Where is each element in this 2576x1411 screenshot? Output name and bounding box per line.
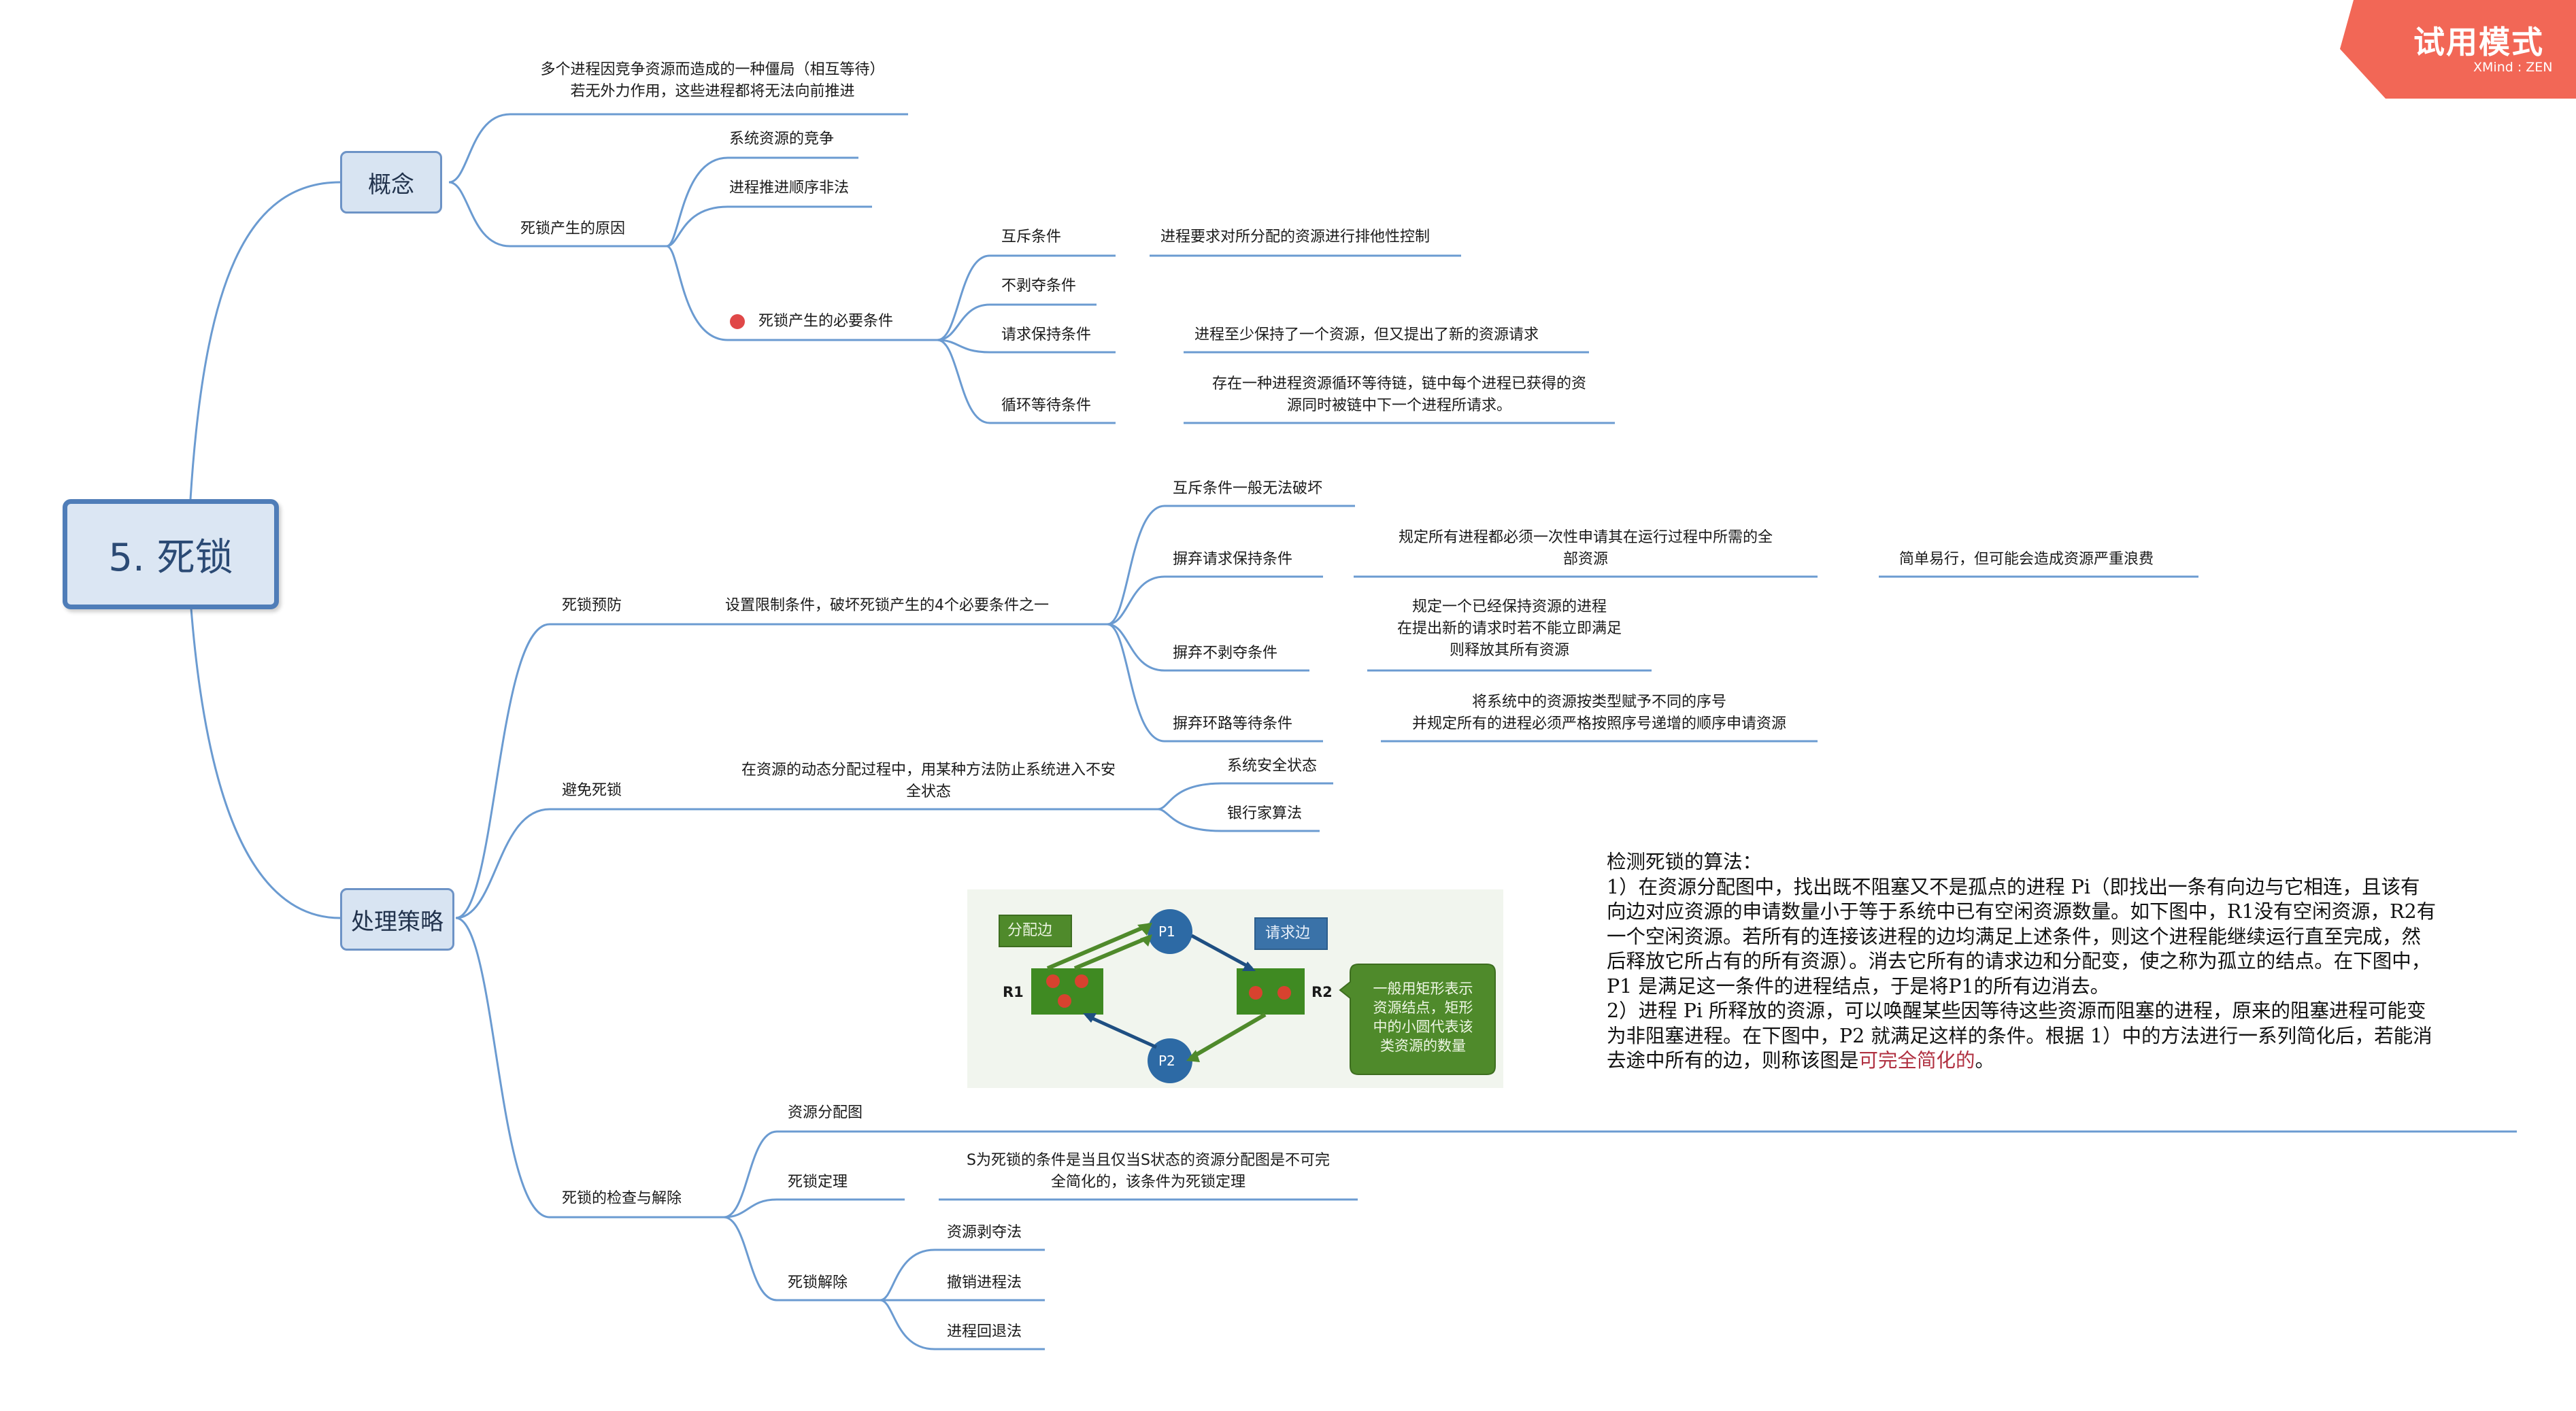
detection-graph[interactable]: 资源分配图: [788, 1104, 863, 1121]
note-line: 1）在资源分配图中，找出既不阻塞又不是孤点的进程 Pi（即找出一条有向边与它相连…: [1607, 875, 2420, 898]
hold-wait-detail-2[interactable]: 部资源: [1562, 551, 1608, 568]
topic-detection[interactable]: 死锁的检查与解除: [562, 1190, 682, 1207]
root-topic[interactable]: 5. 死锁: [63, 499, 279, 609]
topic-causes[interactable]: 死锁产生的原因: [520, 220, 626, 237]
r2-rect: [1237, 968, 1305, 1015]
topic-strategy[interactable]: 处理策略: [340, 888, 454, 951]
no-preemption-detail-3[interactable]: 则释放其所有资源: [1449, 642, 1569, 659]
cause-resource-competition[interactable]: 系统资源的竞争: [729, 131, 835, 148]
avoidance-bankers-algorithm[interactable]: 银行家算法: [1227, 805, 1303, 822]
condition-mutex[interactable]: 互斥条件: [1001, 228, 1062, 245]
p1-label: P1: [1158, 923, 1175, 940]
prevention-mutex[interactable]: 互斥条件一般无法破坏: [1173, 480, 1323, 497]
hold-wait-note[interactable]: 简单易行，但可能会造成资源严重浪费: [1899, 551, 2154, 568]
condition-hold-and-wait-detail[interactable]: 进程至少保持了一个资源，但又提出了新的资源请求: [1194, 326, 1539, 343]
circular-wait-prevention-2[interactable]: 并规定所有的进程必须严格按照序号递增的顺序申请资源: [1411, 715, 1786, 732]
p1-node: [1148, 909, 1192, 954]
circular-wait-detail-2[interactable]: 源同时被链中下一个进程所请求。: [1286, 397, 1511, 414]
note-line-last: 去途中所有的边，则称该图是可完全简化的。: [1607, 1049, 2498, 1074]
cause-illegal-order[interactable]: 进程推进顺序非法: [729, 180, 850, 197]
topic-prevention[interactable]: 死锁预防: [562, 597, 622, 614]
star-marker-icon: [730, 314, 745, 329]
hold-wait-detail-1[interactable]: 规定所有进程都必须一次性申请其在运行过程中所需的全: [1398, 529, 1773, 546]
note-line: 为非阻塞进程。在下图中，P2 就满足这样的条件。根据 1）中的方法进行一系列简化…: [1607, 1024, 2432, 1047]
condition-hold-and-wait[interactable]: 请求保持条件: [1001, 326, 1092, 343]
avoidance-approach-1[interactable]: 在资源的动态分配过程中，用某种方法防止系统进入不安: [741, 762, 1116, 779]
note-last-prefix: 去途中所有的边，则称该图是: [1607, 1049, 1859, 1072]
avoidance-safe-state[interactable]: 系统安全状态: [1227, 758, 1318, 775]
circular-wait-detail-1[interactable]: 存在一种进程资源循环等待链，链中每个进程已获得的资: [1211, 375, 1586, 392]
p2-label: P2: [1158, 1053, 1175, 1069]
callout-line-3: 中的小圆代表该: [1373, 1019, 1473, 1035]
note-line: P1 是满足这一条件的进程结点，于是将P1的所有边消去。: [1607, 974, 2110, 998]
recovery-kill-process[interactable]: 撤销进程法: [947, 1274, 1022, 1291]
circular-wait-prevention-1[interactable]: 将系统中的资源按类型赋予不同的序号: [1471, 694, 1726, 711]
no-preemption-detail-1[interactable]: 规定一个已经保持资源的进程: [1411, 598, 1607, 615]
r1-label: R1: [1003, 984, 1024, 1000]
prevention-no-preemption[interactable]: 摒弃不剥夺条件: [1173, 645, 1278, 662]
callout-line-4: 类资源的数量: [1380, 1038, 1466, 1054]
note-line: 2）进程 Pi 所释放的资源，可以唤醒某些因等待这些资源而阻塞的进程，原来的阻塞…: [1607, 1000, 2426, 1022]
definition-line-1[interactable]: 多个进程因竞争资源而造成的一种僵局（相互等待）: [540, 61, 885, 78]
callout-line-2: 资源结点，矩形: [1373, 1000, 1473, 1016]
recovery-rollback[interactable]: 进程回退法: [947, 1323, 1022, 1340]
note-line: 一个空闲资源。若所有的连接该进程的边均满足上述条件，则这个进程能继续运行直至完成…: [1607, 925, 2422, 948]
trial-badge-shape: [2340, 0, 2576, 99]
theorem-text-1[interactable]: S为死锁的条件是当且仅当S状态的资源分配图是不可完: [967, 1152, 1330, 1169]
detection-theorem[interactable]: 死锁定理: [788, 1174, 848, 1191]
topic-necessary-conditions[interactable]: 死锁产生的必要条件: [758, 313, 894, 330]
allocation-edge-label: 分配边: [1007, 922, 1053, 939]
topic-avoidance[interactable]: 避免死锁: [562, 782, 622, 799]
prevention-circular-wait[interactable]: 摒弃环路等待条件: [1173, 715, 1293, 732]
note-line: 向边对应资源的申请数量小于等于系统中已有空闲资源数量。如下图中，R1没有空闲资源…: [1607, 900, 2437, 923]
request-edge-label: 请求边: [1265, 925, 1311, 942]
detection-algorithm-note[interactable]: 检测死锁的算法： 1）在资源分配图中，找出既不阻塞又不是孤点的进程 Pi（即找出…: [1607, 850, 2498, 1074]
topic-concept[interactable]: 概念: [340, 151, 442, 214]
note-line: 检测死锁的算法：: [1607, 851, 1762, 873]
prevention-approach[interactable]: 设置限制条件，破坏死锁产生的4个必要条件之一: [725, 597, 1049, 614]
recovery-preemption[interactable]: 资源剥夺法: [947, 1224, 1022, 1241]
detection-recovery[interactable]: 死锁解除: [788, 1274, 848, 1291]
xmind-zen-label: XMind : ZEN: [2473, 60, 2553, 75]
resource-allocation-figure: [967, 889, 1503, 1088]
condition-mutex-detail[interactable]: 进程要求对所分配的资源进行排他性控制: [1160, 228, 1431, 245]
trial-mode-label[interactable]: 试用模式: [2413, 24, 2544, 61]
callout-line-1: 一般用矩形表示: [1373, 981, 1473, 997]
note-highlight: 可完全简化的: [1858, 1049, 1975, 1072]
prevention-hold-wait[interactable]: 摒弃请求保持条件: [1173, 551, 1293, 568]
r1-rect: [1031, 968, 1103, 1015]
avoidance-approach-2[interactable]: 全状态: [905, 783, 951, 800]
condition-no-preemption[interactable]: 不剥夺条件: [1001, 277, 1077, 294]
condition-circular-wait[interactable]: 循环等待条件: [1001, 397, 1092, 414]
callout-shape: [1339, 964, 1496, 1075]
p2-node: [1148, 1038, 1192, 1083]
definition-line-2[interactable]: 若无外力作用，这些进程都将无法向前推进: [570, 83, 855, 100]
note-last-suffix: 。: [1975, 1049, 1995, 1072]
note-line: 后释放它所占有的所有资源）。消去它所有的请求边和分配变，使之称为孤立的结点。在下…: [1607, 950, 2431, 972]
no-preemption-detail-2[interactable]: 在提出新的请求时若不能立即满足: [1396, 620, 1622, 637]
r2-label: R2: [1311, 984, 1333, 1000]
theorem-text-2[interactable]: 全简化的，该条件为死锁定理: [1050, 1174, 1245, 1191]
